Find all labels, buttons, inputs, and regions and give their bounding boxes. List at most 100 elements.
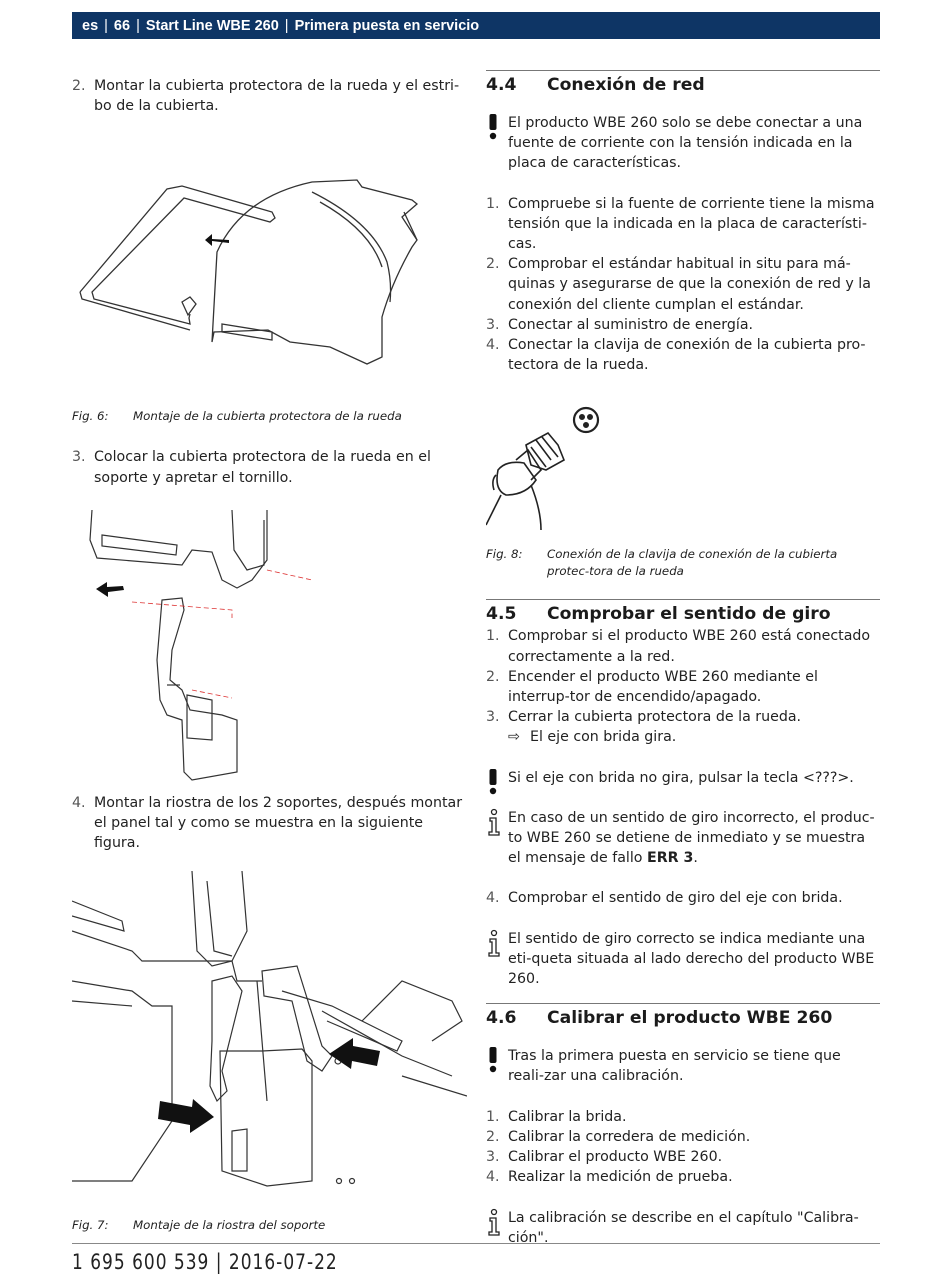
exclamation-icon	[489, 1047, 497, 1073]
info-icon	[488, 929, 500, 957]
section-title: Comprobar el sentido de giro	[547, 604, 831, 625]
step-item: 4. Montar la riostra de los 2 soportes, d…	[72, 793, 467, 854]
exclamation-icon	[489, 114, 497, 140]
step-number: 3.	[486, 316, 500, 333]
info-text: El sentido de giro correcto se indica me…	[508, 930, 875, 988]
step-number: 3.	[486, 709, 500, 726]
info-text: La calibración se describe en el capítul…	[508, 1209, 859, 1246]
step-item: 1.Compruebe si la fuente de corriente ti…	[486, 194, 880, 255]
footer-separator: |	[215, 1250, 229, 1275]
step-number: 1.	[486, 1108, 500, 1125]
step-item: 3. Calibrar el producto WBE 260.	[486, 1147, 880, 1167]
exclamation-icon	[489, 768, 497, 794]
step-text: Conectar la clavija de conexión de la cu…	[508, 337, 866, 374]
section-4-6-heading: 4.6 Calibrar el producto WBE 260	[486, 1003, 880, 1030]
step-number: 2.	[486, 256, 500, 273]
page-footer: 1 695 600 539 | 2016-07-22	[72, 1250, 338, 1275]
step-number: 2.	[486, 668, 500, 685]
step-text: Comprobar si el producto WBE 260 está co…	[508, 628, 871, 665]
step-item: 4. Conectar la clavija de conexión de la …	[486, 335, 880, 375]
warning-text: Si el eje con brida no gira, pulsar la t…	[508, 769, 854, 786]
step-list: 1. Calibrar la brida. 2. Calibrar la corre…	[486, 1107, 880, 1188]
step-number: 2.	[486, 1128, 500, 1145]
section-number: 4.4	[486, 75, 517, 95]
figure-caption-text: Conexión de la clavija de conexión de la…	[547, 547, 838, 579]
right-column: 4.4 Conexión de red El producto WBE 260 …	[486, 70, 880, 1248]
header-page-number: 66	[113, 17, 131, 34]
section-title: Calibrar el producto WBE 260	[547, 1008, 833, 1029]
step-text: Colocar la cubierta protectora de la rue…	[94, 449, 431, 486]
step-list: 1.Compruebe si la fuente de corriente ti…	[486, 194, 880, 376]
header-chapter: Primera puesta en servicio	[294, 17, 480, 34]
header-separator: |	[136, 17, 140, 34]
figure-label: Fig. 6:	[72, 409, 109, 424]
info-text-part: .	[693, 850, 698, 867]
step-item: 3. Colocar la cubierta protectora de la r…	[72, 447, 467, 487]
info-note: El sentido de giro correcto se indica me…	[486, 929, 880, 990]
warning-note: Tras la primera puesta en servicio se ti…	[486, 1046, 880, 1086]
step-number: 2.	[72, 78, 86, 94]
info-icon	[488, 1208, 500, 1236]
figure-label: Fig. 7:	[72, 1218, 109, 1233]
document-date: 2016-07-22	[228, 1250, 338, 1275]
step-item: 4.Comprobar el sentido de giro del eje c…	[486, 888, 880, 908]
section-title: Conexión de red	[547, 75, 705, 95]
step-text: Comprobar el sentido de giro del eje con…	[508, 890, 843, 907]
header-product: Start Line WBE 260	[145, 17, 279, 34]
step-text: Realizar la medición de prueba.	[508, 1169, 733, 1186]
step-list: 4.Comprobar el sentido de giro del eje c…	[486, 888, 880, 908]
header-separator: |	[284, 17, 289, 34]
result-line: ⇨ El eje con brida gira.	[486, 727, 880, 747]
step-item: 1. Calibrar la brida.	[486, 1107, 880, 1127]
step-text: Calibrar el producto WBE 260.	[508, 1149, 723, 1166]
info-note: La calibración se describe en el capítul…	[486, 1208, 880, 1248]
step-text: Cerrar la cubierta protectora de la rued…	[508, 709, 802, 726]
step-item: 2. Calibrar la corredera de medición.	[486, 1127, 880, 1147]
section-number: 4.6	[486, 1008, 517, 1029]
figure-6-wheel-guard-drawing	[79, 179, 419, 366]
figure-caption-text: Montaje de la cubierta protectora de la …	[133, 409, 402, 424]
step-text: Encender el producto WBE 260 mediante el…	[508, 668, 818, 706]
figure-6-caption: Fig. 6: Montaje de la cubierta protector…	[72, 408, 467, 425]
step-text: Compruebe si la fuente de corriente tien…	[508, 195, 875, 253]
step-item: 3.Conectar al suministro de energía.	[486, 315, 880, 335]
step-list: 2. Montar la cubierta protectora de la ru…	[72, 76, 467, 116]
step-text: Calibrar la corredera de medición.	[508, 1128, 751, 1145]
figure-label: Fig. 8:	[486, 547, 523, 562]
footer-divider	[72, 1243, 880, 1244]
step-number: 4.	[72, 794, 86, 811]
info-text: En caso de un sentido de giro incorrecto…	[508, 810, 875, 866]
warning-text: El producto WBE 260 solo se debe conecta…	[508, 115, 863, 172]
step-list: 4. Montar la riostra de los 2 soportes, d…	[72, 793, 467, 854]
figure-7-brace-drawing	[72, 871, 467, 1188]
warning-text: Tras la primera puesta en servicio se ti…	[508, 1048, 841, 1085]
step-item: 2. Montar la cubierta protectora de la ru…	[72, 76, 467, 116]
info-icon	[488, 808, 500, 836]
step-number: 3.	[486, 1149, 500, 1166]
header-lang: es	[82, 17, 99, 34]
info-note: En caso de un sentido de giro incorrecto…	[486, 808, 880, 869]
section-4-5-heading: 4.5 Comprobar el sentido de giro	[486, 599, 880, 626]
header-separator: |	[104, 17, 108, 34]
step-text: Montar la cubierta protectora de la rued…	[94, 78, 460, 115]
result-arrow-icon: ⇨	[508, 729, 520, 746]
result-text: El eje con brida gira.	[530, 729, 677, 746]
step-item: 1.Comprobar si el producto WBE 260 está …	[486, 626, 880, 666]
warning-note: Si el eje con brida no gira, pulsar la t…	[486, 768, 880, 794]
step-text: Calibrar la brida.	[508, 1108, 627, 1125]
step-item: 2. Encender el producto WBE 260 mediante …	[486, 667, 880, 707]
step-number: 4.	[486, 337, 500, 354]
step-item: 3. Cerrar la cubierta protectora de la ru…	[486, 707, 880, 727]
error-code: ERR 3	[647, 850, 694, 867]
page-header: es | 66 | Start Line WBE 260 | Primera p…	[72, 12, 880, 39]
figure-caption-text: Montaje de la riostra del soporte	[133, 1218, 326, 1233]
document-number: 1 695 600 539	[72, 1250, 210, 1275]
step-text: Comprobar el estándar habitual in situ p…	[508, 256, 871, 313]
step-number: 4.	[486, 1169, 500, 1186]
step-list: 3. Colocar la cubierta protectora de la r…	[72, 447, 467, 487]
left-column: 2. Montar la cubierta protectora de la ru…	[72, 76, 467, 1234]
figure-8-caption: Fig. 8: Conexión de la clavija de conexi…	[486, 546, 880, 580]
step-text: Montar la riostra de los 2 soportes, des…	[94, 794, 463, 852]
section-number: 4.5	[486, 604, 517, 625]
step-number: 3.	[72, 449, 86, 466]
